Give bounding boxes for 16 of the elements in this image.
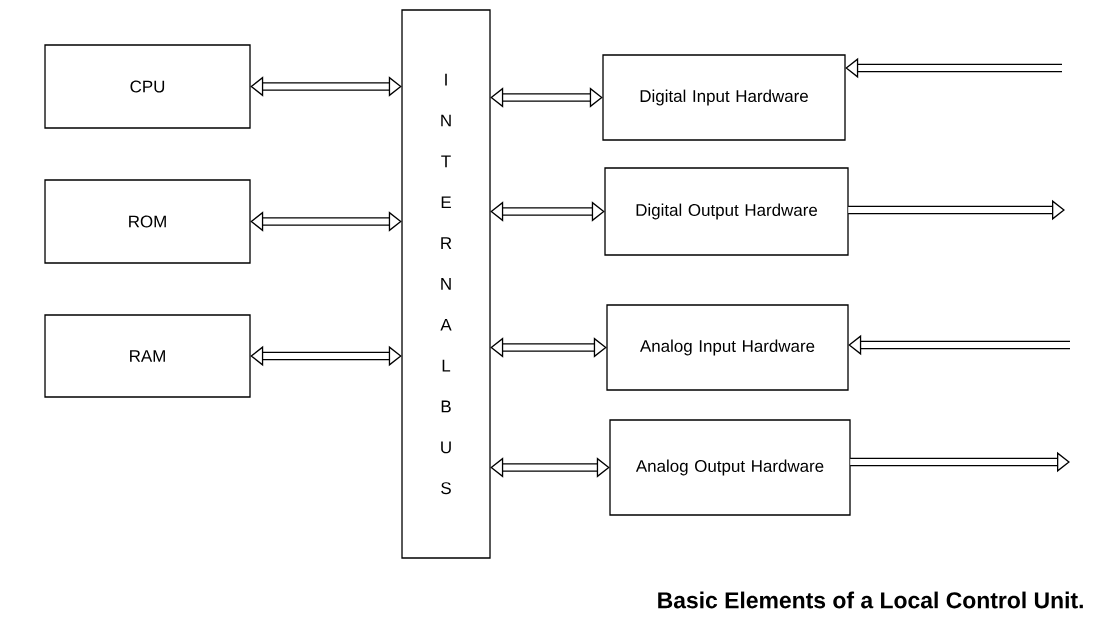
hardware-box: Analog Output Hardware — [609, 419, 851, 516]
bus-arrow — [490, 457, 610, 478]
module-box: RAM — [44, 314, 251, 398]
hardware-box: Digital Input Hardware — [602, 54, 846, 141]
bus-arrow — [490, 337, 607, 358]
module-box: CPU — [44, 44, 251, 129]
bus-box: INTERNAL BUS — [401, 9, 491, 559]
bus-arrow — [250, 345, 402, 367]
caption: Basic Elements of a Local Control Unit. — [658, 591, 1083, 609]
module-box: ROM — [44, 179, 251, 264]
bus-arrow — [490, 201, 605, 222]
bus-arrow — [490, 87, 603, 108]
bus-arrow — [250, 211, 402, 232]
hardware-box: Analog Input Hardware — [606, 304, 849, 391]
bus-arrow — [250, 76, 402, 97]
hardware-box: Digital Output Hardware — [604, 167, 849, 256]
